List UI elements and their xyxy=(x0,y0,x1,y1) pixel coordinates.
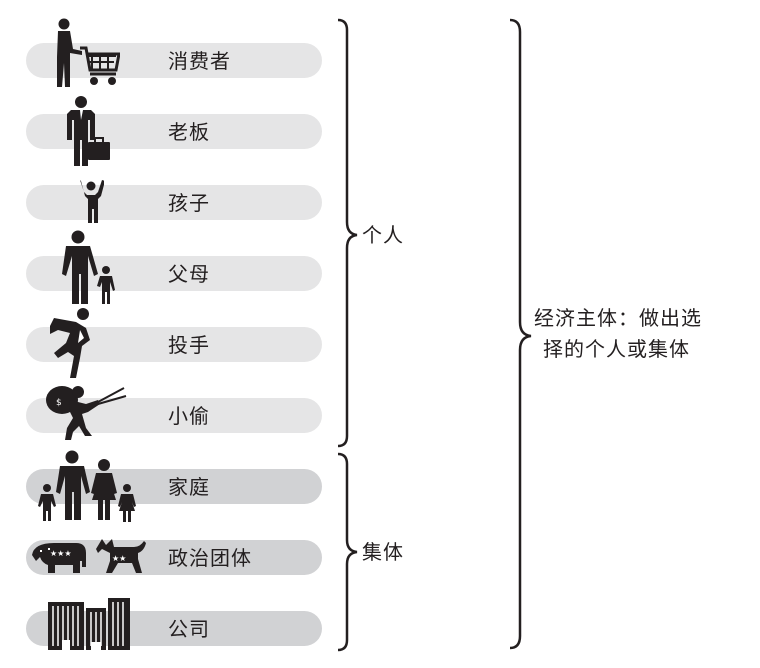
individual-group-label: 个人 xyxy=(362,223,404,247)
row-consumer xyxy=(26,43,322,78)
definition-line-2: 择的个人或集体 xyxy=(543,337,690,361)
row-child xyxy=(26,185,322,220)
child-arms-up-icon xyxy=(78,180,104,224)
definition-line-1: 经济主体：做出选 xyxy=(534,306,702,330)
label-child: 孩子 xyxy=(168,191,210,215)
businessman-with-briefcase-icon xyxy=(66,96,112,168)
economic-agent-definition: 经济主体：做出选 择的个人或集体 xyxy=(534,303,744,365)
label-parent: 父母 xyxy=(168,262,210,286)
parent-with-child-icon xyxy=(58,230,118,306)
svg-text:$: $ xyxy=(56,398,62,408)
label-pitcher: 投手 xyxy=(168,333,210,357)
svg-text:★★: ★★ xyxy=(112,554,126,563)
collective-brace xyxy=(336,452,360,656)
elephant-and-donkey-icon: ★★★ ★★ xyxy=(30,537,148,579)
label-political-group: 政治团体 xyxy=(168,546,252,570)
family-icon xyxy=(36,450,138,522)
shopper-with-cart-icon xyxy=(52,18,120,90)
label-family: 家庭 xyxy=(168,475,210,499)
label-thief: 小偷 xyxy=(168,404,210,428)
thief-with-bolt-cutter-icon: $ xyxy=(44,380,130,440)
economic-agent-brace xyxy=(508,18,534,656)
label-boss: 老板 xyxy=(168,120,210,144)
label-consumer: 消费者 xyxy=(168,49,231,73)
pitcher-icon xyxy=(50,308,100,380)
individual-brace xyxy=(336,18,360,452)
collective-group-label: 集体 xyxy=(362,540,404,564)
svg-text:★★★: ★★★ xyxy=(50,549,72,558)
office-buildings-icon xyxy=(48,598,130,650)
label-company: 公司 xyxy=(168,617,210,641)
